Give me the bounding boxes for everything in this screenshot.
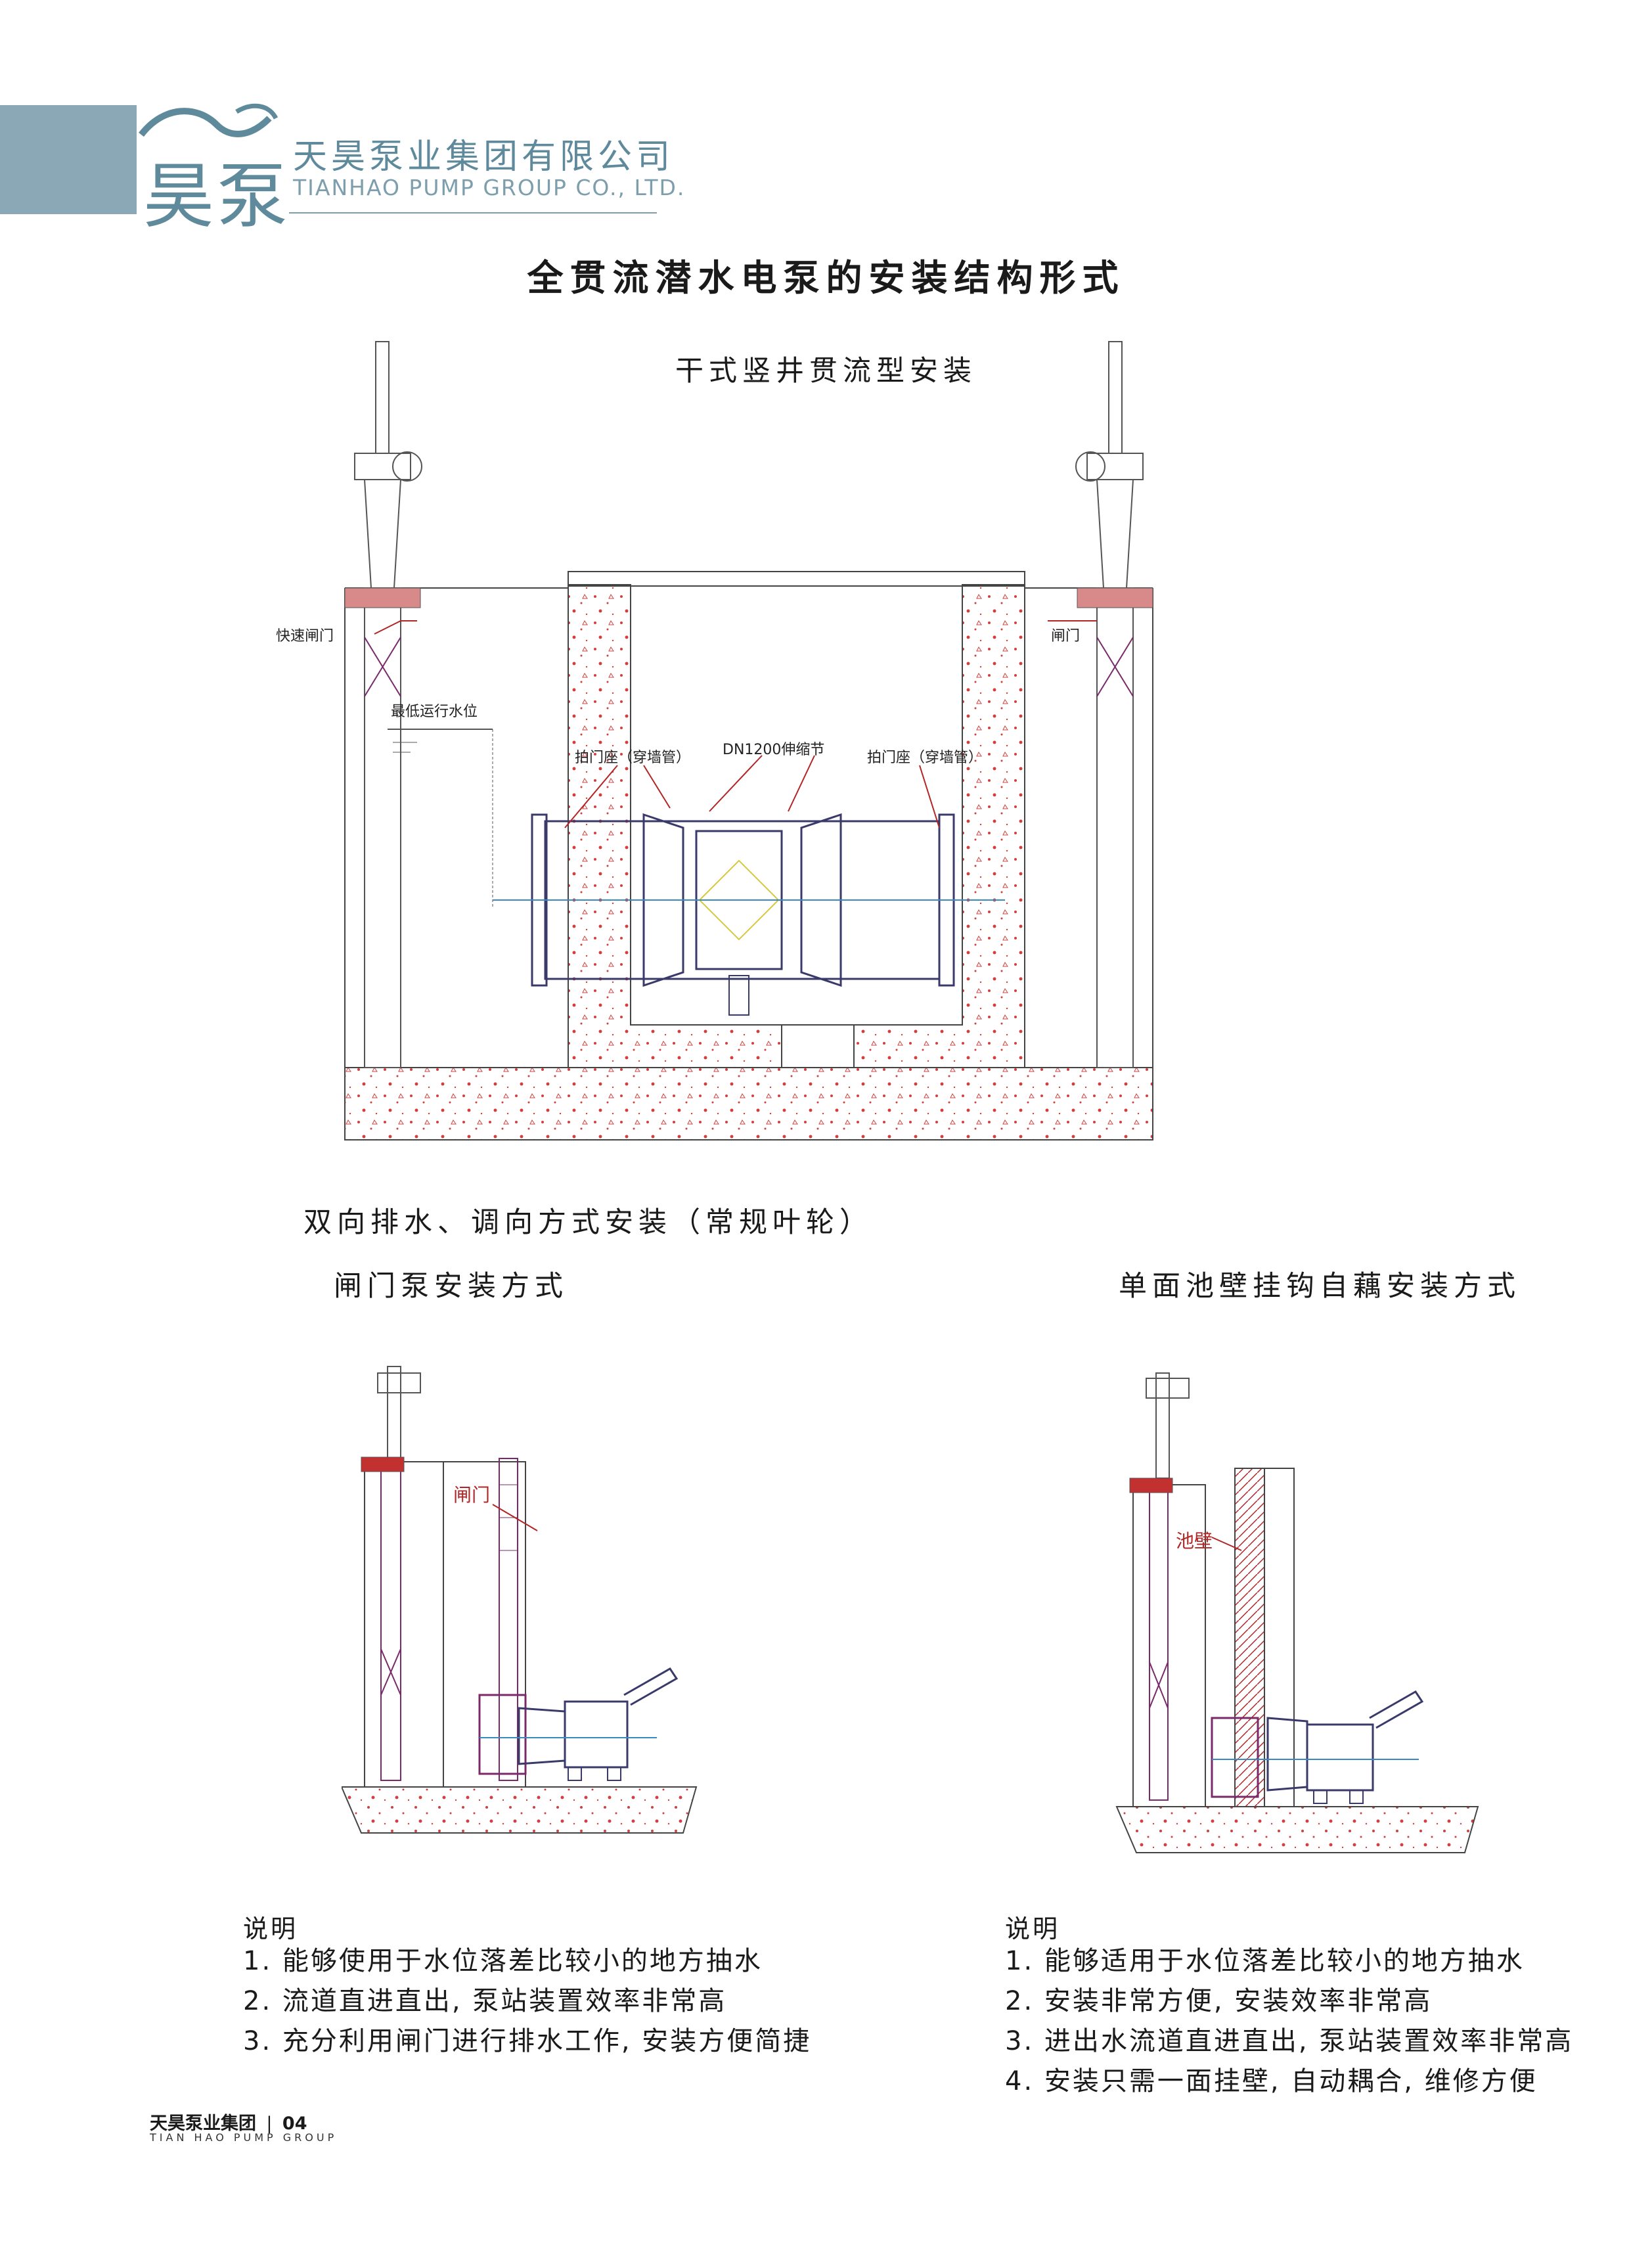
page-subtitle: 干式竖井贯流型安装 [675, 355, 977, 388]
logo-text: 昊泵 [143, 156, 291, 238]
gate-pump-diagram: 闸门 [342, 1366, 698, 1834]
section-heading: 双向排水、调向方式安装（常规叶轮） [303, 1206, 873, 1239]
header-divider [289, 212, 657, 214]
footer-company: 天昊泵业集团 | 04 [150, 2109, 307, 2134]
wall-hook-diagram: 池壁 [1115, 1372, 1479, 1853]
gate-hoist [377, 1372, 421, 1393]
footer-company-cn: 天昊泵业集团 [150, 2113, 256, 2134]
left-gate-post [364, 587, 401, 1068]
right-hoist-rod [1108, 341, 1123, 454]
company-name-en: TIANHAO PUMP GROUP CO., LTD. [293, 175, 686, 200]
logo-block [0, 105, 137, 214]
right-gate-post [1096, 587, 1134, 1068]
gate-pump-motor [564, 1700, 629, 1769]
right-note-item: 4. 安装只需一面挂壁, 自动耦合, 维修方便 [1005, 2066, 1538, 2096]
left-hoist-rod [375, 341, 390, 454]
left-note-item: 3. 充分利用闸门进行排水工作, 安装方便简捷 [243, 2026, 812, 2056]
right-notes-heading: 说明 [1005, 1914, 1061, 1943]
gate-pump-ground [342, 1786, 698, 1834]
label-flap-seat-right: 拍门座（穿墙管） [867, 750, 983, 766]
label-expansion-joint: DN1200伸缩节 [723, 742, 824, 758]
label-fast-gate: 快速闸门 [276, 628, 334, 644]
wall-hoist [1146, 1378, 1190, 1399]
footer-separator: | [266, 2113, 273, 2134]
logo-wave-icon [139, 103, 279, 137]
top-beam [568, 571, 1025, 587]
right-hoist [1086, 453, 1144, 480]
right-note-item: 3. 进出水流道直进直出, 泵站装置效率非常高 [1005, 2026, 1574, 2056]
pool-wall [1234, 1468, 1265, 1807]
right-section-title: 单面池壁挂钩自藕安装方式 [1119, 1270, 1521, 1303]
footer-company-en: TIAN HAO PUMP GROUP [150, 2131, 338, 2144]
wall-hook-ground [1115, 1806, 1479, 1853]
company-name-cn: 天昊泵业集团有限公司 [293, 137, 675, 177]
left-notes-list: 1. 能够使用于水位落差比较小的地方抽水 2. 流道直进直出, 泵站装置效率非常… [243, 1941, 811, 2062]
left-note-item: 1. 能够使用于水位落差比较小的地方抽水 [243, 1946, 763, 1976]
label-pool-wall: 池壁 [1176, 1530, 1213, 1552]
dry-shaft-installation-diagram: 快速闸门 闸门 最低运行水位 拍门座（穿墙管） 拍门座（穿墙管） DN1200伸… [276, 341, 1153, 1140]
left-note-item: 2. 流道直进直出, 泵站装置效率非常高 [243, 1986, 727, 2016]
ground-slab [344, 1067, 1153, 1140]
page-number: 04 [282, 2113, 307, 2134]
label-flap-seat-left: 拍门座（穿墙管） [575, 750, 690, 766]
concrete-structure [568, 584, 1025, 1068]
left-section-title: 闸门泵安装方式 [334, 1270, 568, 1303]
right-notes-list: 1. 能够适用于水位落差比较小的地方抽水 2. 安装非常方便, 安装效率非常高 … [1005, 1941, 1573, 2102]
label-water-level: 最低运行水位 [391, 704, 478, 720]
page-title: 全贯流潜水电泵的安装结构形式 [527, 257, 1125, 299]
label-gate-small: 闸门 [453, 1484, 490, 1506]
wall-pump-motor [1306, 1723, 1374, 1792]
left-hoist [354, 453, 411, 480]
right-note-item: 1. 能够适用于水位落差比较小的地方抽水 [1005, 1946, 1525, 1976]
gate-ladder [499, 1458, 518, 1781]
label-gate: 闸门 [1051, 628, 1080, 644]
right-note-item: 2. 安装非常方便, 安装效率非常高 [1005, 1986, 1433, 2016]
left-notes-heading: 说明 [243, 1914, 299, 1943]
